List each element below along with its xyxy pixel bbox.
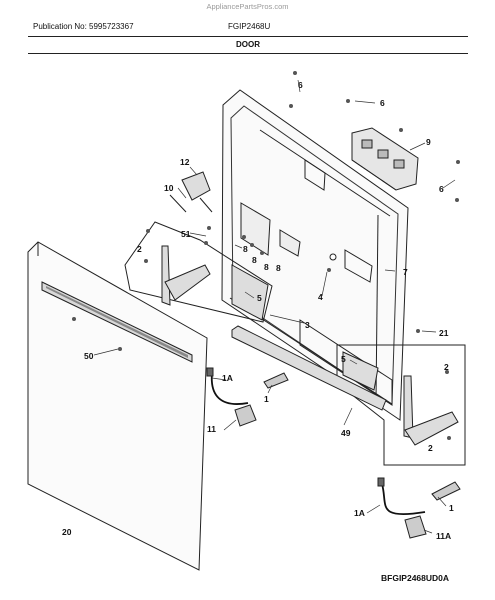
- watermark: AppliancePartsPros.com: [206, 2, 289, 11]
- callout-5-left: 5: [257, 293, 262, 303]
- callout-7: 7: [403, 267, 408, 277]
- callout-11A: 11A: [436, 531, 451, 541]
- model-number: FGIP2468U: [228, 22, 271, 31]
- section-title: DOOR: [236, 40, 260, 49]
- callout-6-top: 6: [298, 80, 303, 90]
- callout-3: 3: [305, 320, 310, 330]
- callout-5-right: 5: [341, 354, 346, 364]
- callout-21: 21: [439, 328, 449, 338]
- callout-6-right: 6: [380, 98, 385, 108]
- callout-51: 51: [181, 229, 191, 239]
- inner-door-panel: [221, 89, 409, 421]
- callout-1A-upper: 1A: [222, 373, 233, 383]
- right-hinge-box: [336, 344, 466, 466]
- callout-1A-lower: 1A: [354, 508, 365, 518]
- hinge-strip: [231, 325, 387, 411]
- callout-8-b: 8: [252, 255, 257, 265]
- header-rule-top: [28, 36, 468, 37]
- callout-2-right-bottom: 2: [428, 443, 433, 453]
- publication-number: Publication No: 5995723367: [33, 22, 134, 31]
- lower-cable-set: [377, 477, 461, 539]
- callout-6-side: 6: [439, 184, 444, 194]
- callout-50: 50: [84, 351, 94, 361]
- latch-assembly: [169, 171, 213, 213]
- diagram-code: BFGIP2468UD0A: [381, 573, 450, 583]
- callout-1-lower: 1: [449, 503, 454, 513]
- control-module: [351, 127, 419, 191]
- callout-2-left: 2: [137, 244, 142, 254]
- callout-2-right-top: 2: [444, 362, 449, 372]
- callout-9: 9: [426, 137, 431, 147]
- callout-11: 11: [207, 424, 216, 434]
- callout-20: 20: [62, 527, 72, 537]
- upper-cable-set: [206, 367, 289, 427]
- outer-door-panel: [27, 241, 208, 571]
- callout-4: 4: [318, 292, 323, 302]
- callout-8-a: 8: [243, 244, 248, 254]
- callout-8-d: 8: [276, 263, 281, 273]
- screw-markers: [72, 71, 460, 440]
- header-rule-bottom: [28, 53, 468, 54]
- callout-10: 10: [164, 183, 174, 193]
- callout-8-c: 8: [264, 262, 269, 272]
- leader-lines: [93, 79, 456, 534]
- callout-1-upper: 1: [264, 394, 269, 404]
- left-hinge-box: [124, 221, 273, 323]
- callout-49: 49: [341, 428, 351, 438]
- callout-12: 12: [180, 157, 190, 167]
